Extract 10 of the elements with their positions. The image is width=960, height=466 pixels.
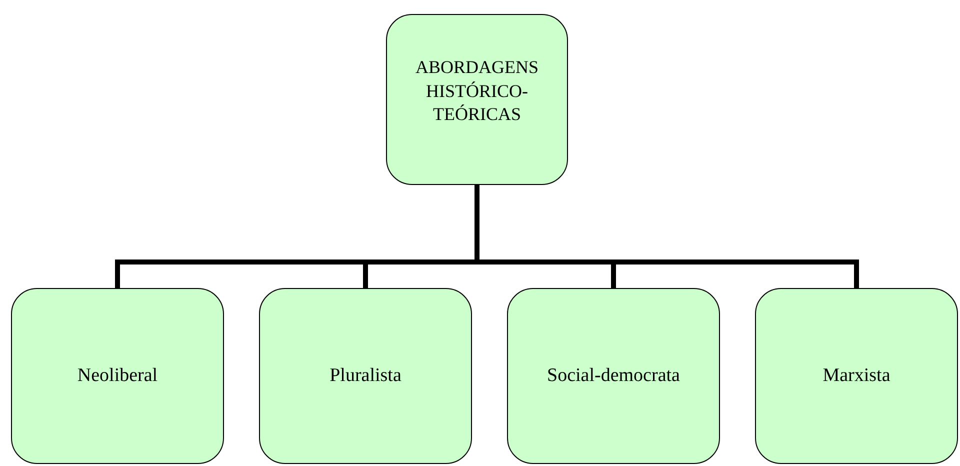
rounded-box	[259, 288, 472, 464]
box-label: Neoliberal	[77, 364, 158, 388]
box-label: ABORDAGENS HISTÓRICO-TEÓRICAS	[414, 56, 540, 126]
rounded-box	[11, 288, 224, 464]
rounded-box	[755, 288, 958, 464]
box-label: Pluralista	[330, 364, 402, 388]
box-label: Marxista	[822, 364, 890, 388]
rounded-box	[386, 14, 568, 185]
rounded-box	[507, 288, 720, 464]
box-label: Social-democrata	[547, 364, 680, 388]
